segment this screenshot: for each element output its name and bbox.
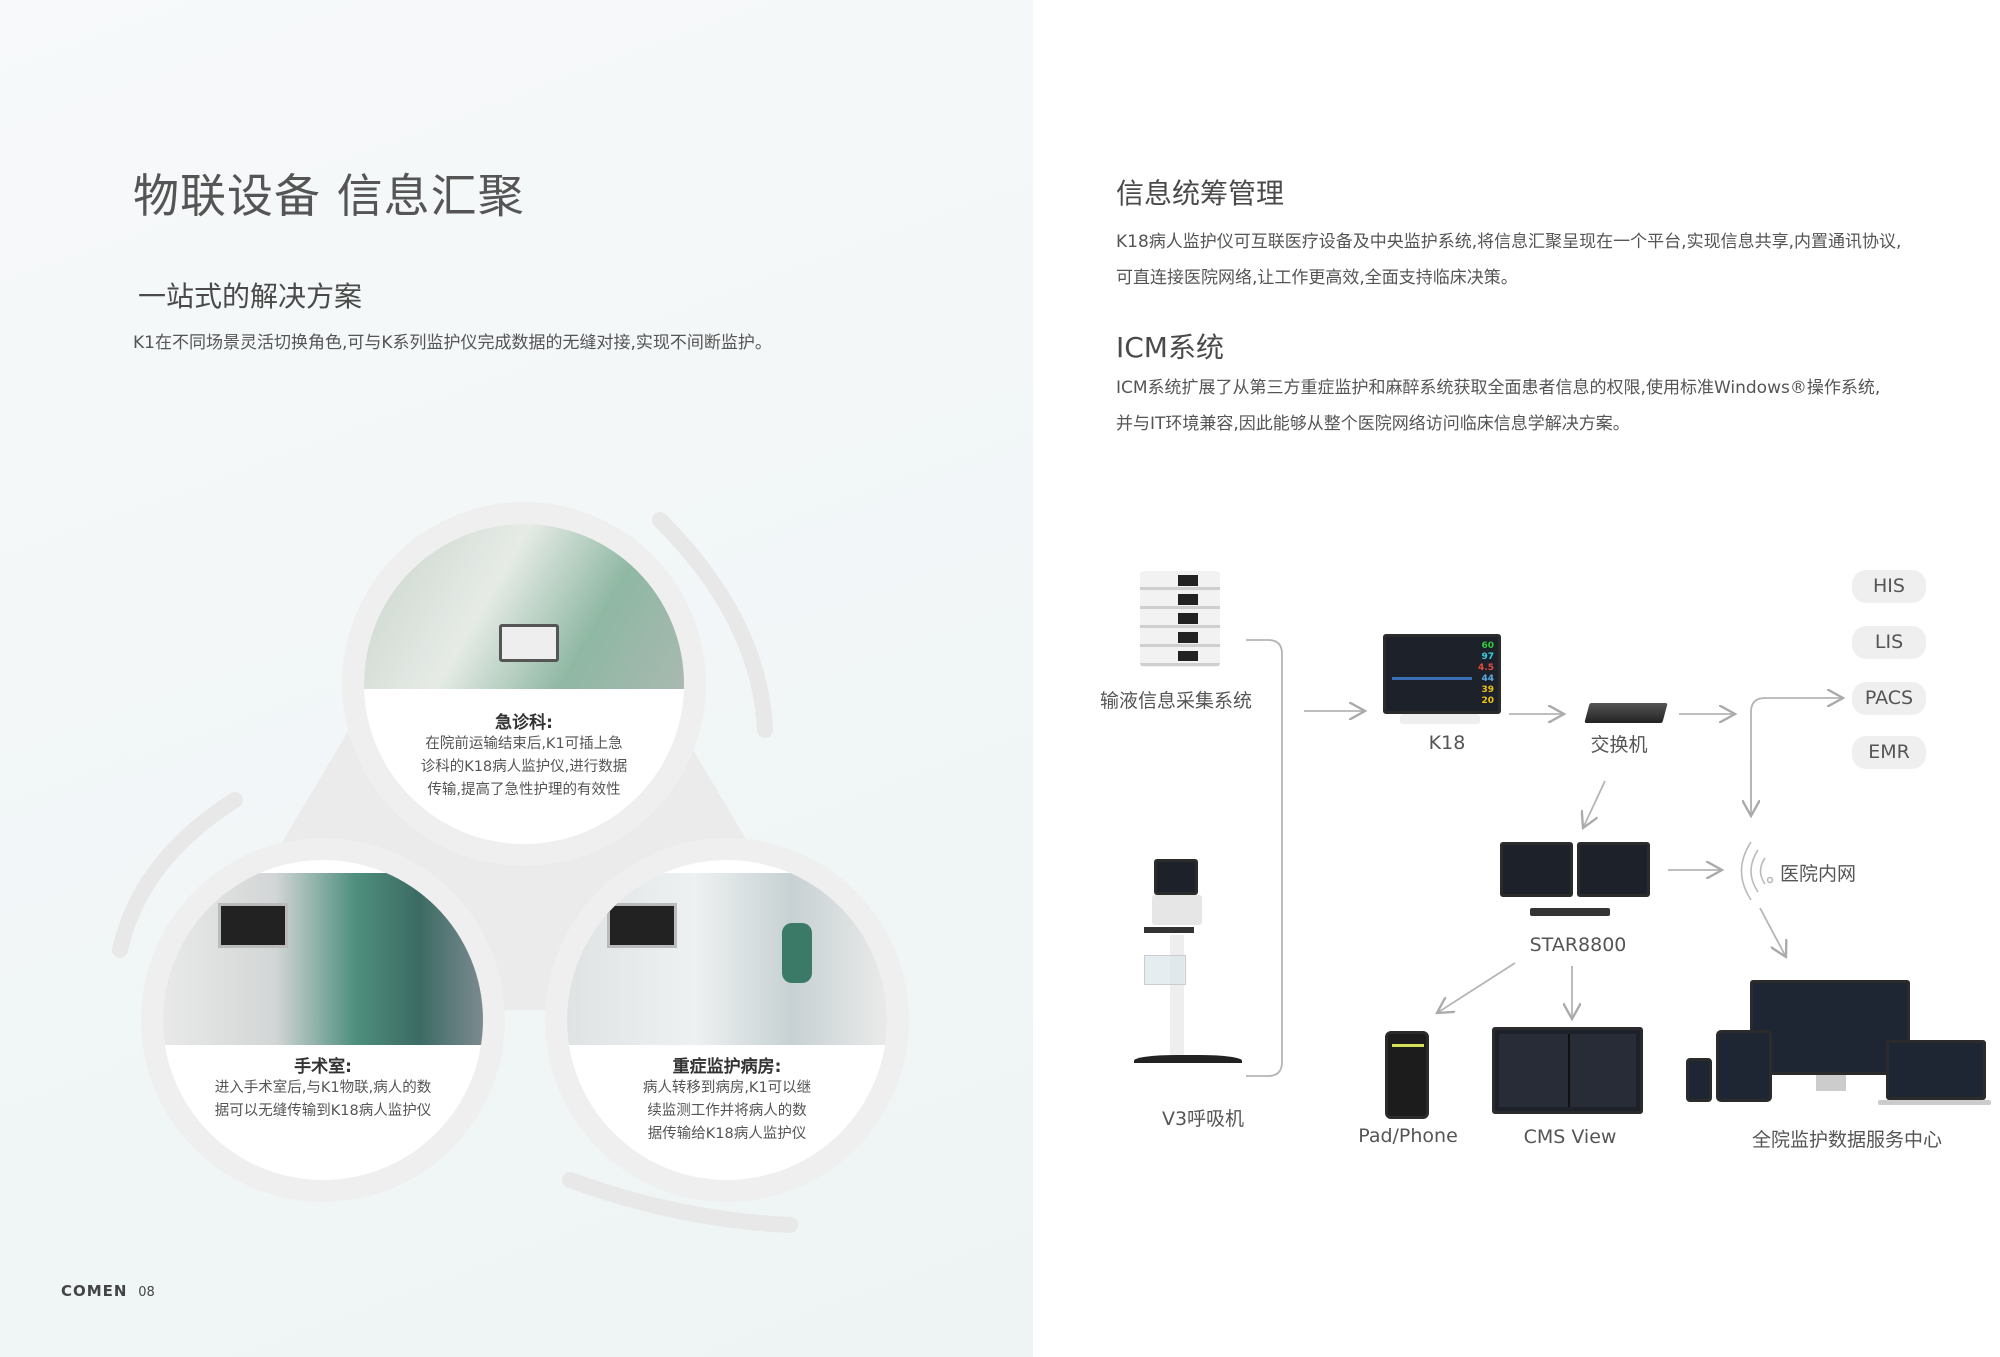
scene-line: 诊科的K18病人监护仪,进行数据 — [420, 759, 628, 775]
arrow-to-pad — [1437, 962, 1516, 1013]
section-text-info: K18病人监护仪可互联医疗设备及中央监护系统,将信息汇聚呈现在一个平台,实现信息… — [1116, 224, 1901, 296]
phone-image — [1385, 1031, 1429, 1119]
scene-line: 传输,提高了急性护理的有效性 — [427, 782, 621, 798]
pad-label: Pad/Phone — [1358, 1125, 1458, 1147]
footer: COMEN 08 — [61, 1282, 155, 1300]
scene-line: 据可以无缝传输到K18病人监护仪 — [214, 1103, 432, 1119]
system-lis: LIS — [1852, 626, 1926, 659]
page-number: 08 — [138, 1285, 155, 1300]
paragraph-line: 并与IT环境兼容,因此能够从整个医院网络访问临床信息学解决方案。 — [1116, 414, 1630, 434]
paragraph-line: ICM系统扩展了从第三方重症监护和麻醉系统获取全面患者信息的权限,使用标准Win… — [1116, 378, 1881, 398]
brand-logo: COMEN — [61, 1282, 128, 1300]
cms-view-image — [1492, 1027, 1643, 1114]
scene-line: 进入手术室后,与K1物联,病人的数 — [214, 1080, 432, 1096]
scene-line: 据传输给K18病人监护仪 — [647, 1126, 807, 1142]
vital-value: 97 — [1481, 652, 1494, 662]
arrow-to-pacs — [1750, 698, 1843, 816]
star8800-label: STAR8800 — [1529, 934, 1627, 956]
operating-room-photo — [163, 873, 483, 1045]
arrow-to-center — [1759, 907, 1786, 957]
vital-value: 39 — [1481, 685, 1494, 695]
switch-label: 交换机 — [1590, 734, 1648, 756]
star8800-image — [1500, 842, 1650, 918]
scene-icu: 重症监护病房: 病人转移到病房,K1可以继续监测工作并将病人的数据传输给K18病… — [567, 860, 887, 1180]
data-center-label: 全院监护数据服务中心 — [1751, 1129, 1943, 1151]
ventilator-image — [1130, 855, 1245, 1091]
infusion-pump-image — [1140, 571, 1230, 671]
wifi-icon — [1740, 841, 1774, 901]
scene-line: 续监测工作并将病人的数 — [647, 1103, 807, 1119]
section-title-icm: ICM系统 — [1116, 331, 1224, 364]
paragraph-line: K18病人监护仪可互联医疗设备及中央监护系统,将信息汇聚呈现在一个平台,实现信息… — [1116, 232, 1902, 252]
emergency-photo — [364, 524, 684, 689]
infusion-label: 输液信息采集系统 — [1099, 690, 1253, 712]
k18-stand — [1400, 714, 1480, 724]
network-switch-image — [1584, 703, 1668, 723]
vital-value: 4.5 — [1478, 663, 1494, 673]
paragraph-line: 可直连接医院网络,让工作更高效,全面支持临床决策。 — [1116, 268, 1518, 288]
vital-value: 60 — [1481, 641, 1494, 651]
scene-text: 病人转移到病房,K1可以继续监测工作并将病人的数据传输给K18病人监护仪 — [567, 1077, 887, 1146]
left-page: 物联设备 信息汇聚 一站式的解决方案 K1在不同场景灵活切换角色,可与K系列监护… — [0, 0, 1033, 1357]
scene-title: 手术室: — [294, 1057, 352, 1077]
scene-text: 进入手术室后,与K1物联,病人的数据可以无缝传输到K18病人监护仪 — [163, 1077, 483, 1123]
system-pacs: PACS — [1852, 682, 1926, 715]
page-title: 物联设备 信息汇聚 — [133, 169, 525, 223]
section-title-info: 信息统筹管理 — [1116, 177, 1285, 210]
system-emr: EMR — [1852, 736, 1926, 769]
vital-value: 20 — [1481, 696, 1494, 706]
section-text-icm: ICM系统扩展了从第三方重症监护和麻醉系统获取全面患者信息的权限,使用标准Win… — [1116, 370, 1880, 442]
k18-label: K18 — [1428, 732, 1466, 754]
vital-value: 44 — [1481, 674, 1494, 684]
scene-operating-room: 手术室: 进入手术室后,与K1物联,病人的数据可以无缝传输到K18病人监护仪 — [163, 860, 483, 1180]
subtitle: 一站式的解决方案 — [138, 280, 363, 313]
scene-emergency: 急诊科: 在院前运输结束后,K1可插上急诊科的K18病人监护仪,进行数据传输,提… — [364, 524, 684, 844]
system-his: HIS — [1852, 570, 1926, 603]
cms-label: CMS View — [1523, 1126, 1617, 1148]
scene-line: 在院前运输结束后,K1可插上急 — [425, 736, 623, 752]
arrow-to-star — [1583, 780, 1606, 828]
data-center-devices-image — [1686, 980, 1991, 1106]
ventilator-label: V3呼吸机 — [1161, 1108, 1245, 1130]
scene-title: 重症监护病房: — [672, 1057, 782, 1077]
scene-line: 病人转移到病房,K1可以继 — [642, 1080, 812, 1096]
scene-title: 急诊科: — [495, 713, 553, 733]
intranet-label: 医院内网 — [1780, 863, 1857, 885]
intro-text: K1在不同场景灵活切换角色,可与K系列监护仪完成数据的无缝对接,实现不间断监护。 — [133, 333, 772, 353]
bracket-line — [1246, 639, 1283, 1077]
scene-text: 在院前运输结束后,K1可插上急诊科的K18病人监护仪,进行数据传输,提高了急性护… — [364, 733, 684, 802]
icu-photo — [567, 873, 887, 1045]
